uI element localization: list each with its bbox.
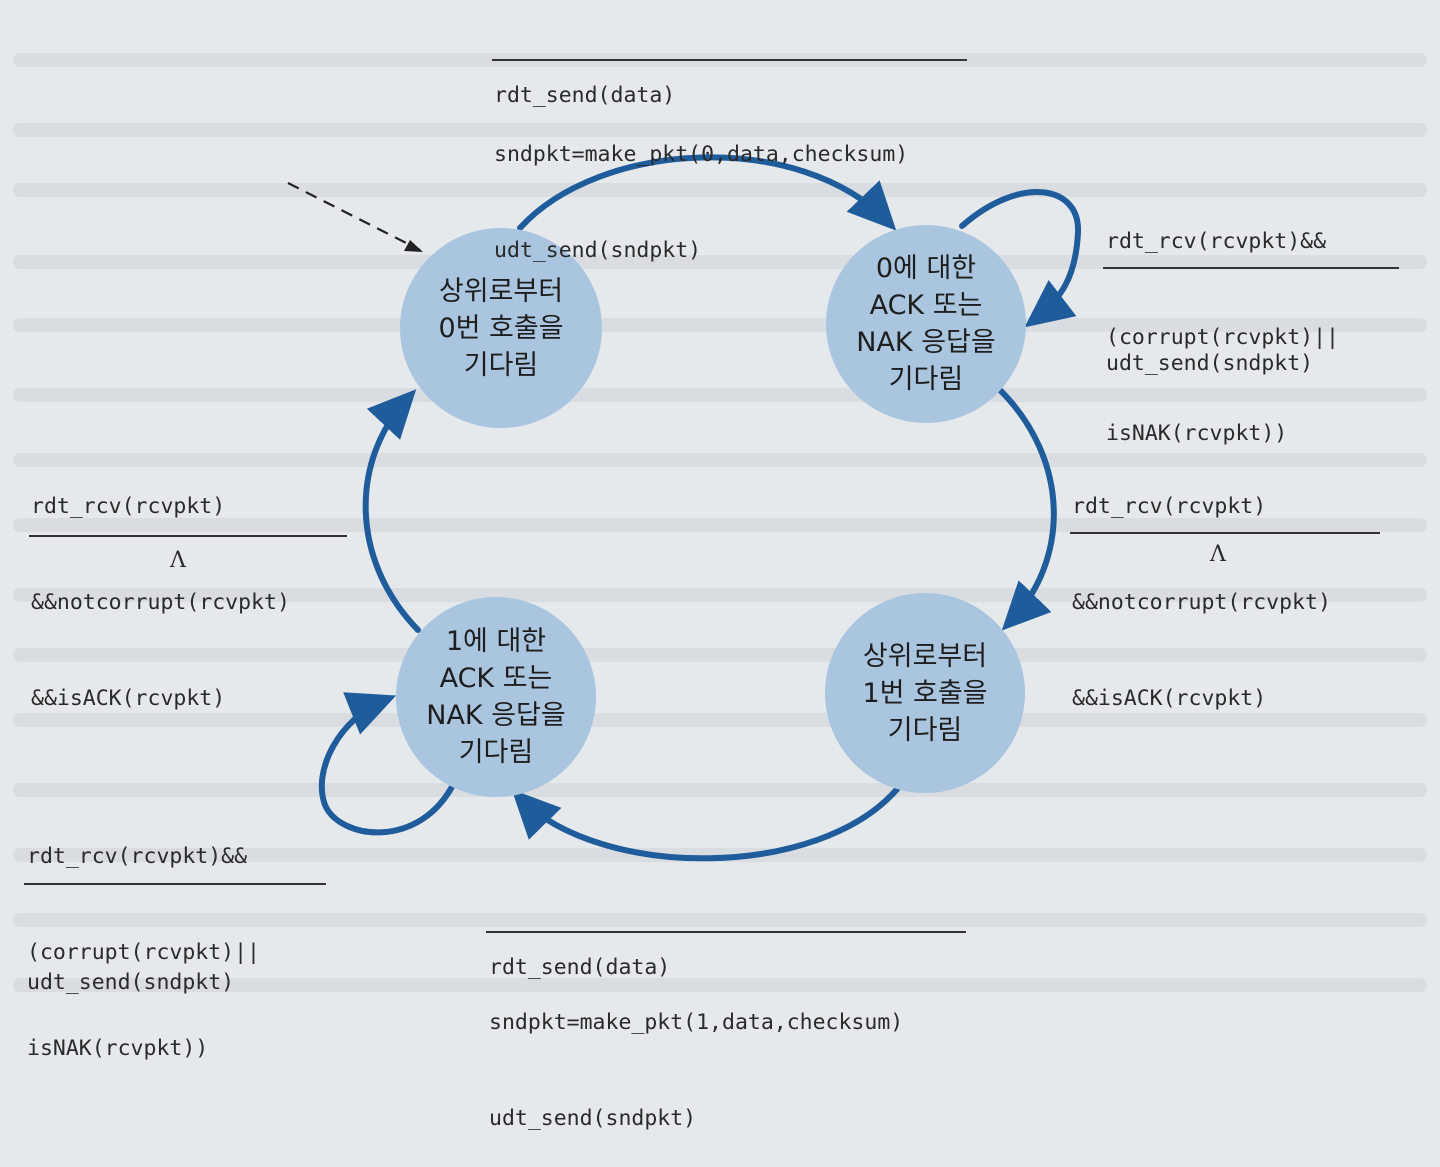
left-event-2: &&notcorrupt(rcvpkt): [31, 590, 290, 615]
arrow-self-loop-ack1: [318, 692, 457, 836]
arrow-self-loop-ack0: [959, 189, 1082, 328]
left-event-1: rdt_rcv(rcvpkt): [31, 494, 226, 519]
transition-self-ack0-event: rdt_rcv(rcvpkt)&& (corrupt(rcvpkt)|| isN…: [1106, 162, 1339, 482]
right-event-1: rdt_rcv(rcvpkt): [1072, 494, 1267, 519]
bottom-action-1: sndpkt=make_pkt(1,data,checksum): [489, 1010, 904, 1035]
top-action-1: sndpkt=make_pkt(0,data,checksum): [494, 142, 909, 167]
arrow-bottom: [511, 785, 901, 862]
self-ack1-event-3: isNAK(rcvpkt)): [27, 1036, 209, 1061]
top-action-2: udt_send(sndpkt): [494, 238, 702, 263]
self-ack1-action: udt_send(sndpkt): [27, 970, 235, 995]
transition-left-event: rdt_rcv(rcvpkt) &&notcorrupt(rcvpkt) &&i…: [31, 427, 290, 747]
transition-right-event: rdt_rcv(rcvpkt) &&notcorrupt(rcvpkt) &&i…: [1072, 427, 1331, 747]
state-wait-call-0: 상위로부터 0번 호출을 기다림: [400, 228, 602, 428]
arrow-top: [517, 154, 897, 231]
transition-bottom-divider: [486, 931, 966, 933]
transition-right-divider: [1070, 532, 1380, 534]
transition-self-ack0-action: udt_send(sndpkt): [1106, 284, 1313, 412]
transition-left-divider: [29, 535, 347, 537]
initial-state-arrow: [287, 182, 421, 251]
self-ack0-action: udt_send(sndpkt): [1106, 351, 1314, 376]
fsm-diagram: [287, 154, 1082, 862]
state-wait-ack-0: 0에 대한 ACK 또는 NAK 응답을 기다림: [826, 225, 1026, 423]
state-wait-ack-1: 1에 대한 ACK 또는 NAK 응답을 기다림: [396, 597, 596, 797]
bottom-action-2: udt_send(sndpkt): [489, 1106, 697, 1131]
self-ack0-event-1: rdt_rcv(rcvpkt)&&: [1106, 229, 1327, 254]
transition-top-divider: [492, 59, 967, 61]
right-event-3: &&isACK(rcvpkt): [1072, 686, 1267, 711]
top-event-text: rdt_send(data): [494, 83, 676, 108]
initial-arrow-head: [404, 240, 423, 252]
state-wait-call-1-label: 상위로부터 1번 호출을 기다림: [862, 640, 988, 746]
transition-right-action: Λ: [1210, 542, 1226, 567]
right-event-2: &&notcorrupt(rcvpkt): [1072, 590, 1331, 615]
self-ack0-event-2: (corrupt(rcvpkt)||: [1106, 325, 1339, 350]
state-wait-call-0-label: 상위로부터 0번 호출을 기다림: [438, 275, 564, 381]
transition-bottom-event: rdt_send(data): [489, 888, 670, 1016]
state-wait-ack-0-label: 0에 대한 ACK 또는 NAK 응답을 기다림: [856, 253, 996, 395]
transition-self-ack1-divider: [24, 883, 326, 885]
paper-background: [13, 53, 1427, 992]
arrow-right: [997, 387, 1057, 631]
self-ack1-event-1: rdt_rcv(rcvpkt)&&: [27, 844, 248, 869]
transition-top-event: rdt_send(data): [494, 16, 675, 144]
transition-top-action: sndpkt=make_pkt(0,data,checksum) udt_sen…: [494, 75, 908, 299]
transition-self-ack1-action: udt_send(sndpkt): [27, 903, 234, 1031]
self-ack0-event-3: isNAK(rcvpkt)): [1106, 421, 1288, 446]
bottom-event-text: rdt_send(data): [489, 955, 671, 980]
transition-self-ack0-divider: [1103, 267, 1399, 269]
transition-left-action: Λ: [170, 548, 186, 573]
state-wait-call-1: 상위로부터 1번 호출을 기다림: [825, 593, 1025, 793]
left-event-3: &&isACK(rcvpkt): [31, 686, 226, 711]
state-wait-ack-1-label: 1에 대한 ACK 또는 NAK 응답을 기다림: [426, 626, 566, 768]
transition-bottom-action: sndpkt=make_pkt(1,data,checksum) udt_sen…: [489, 943, 903, 1167]
arrow-left: [362, 389, 421, 633]
self-ack1-event-2: (corrupt(rcvpkt)||: [27, 940, 260, 965]
